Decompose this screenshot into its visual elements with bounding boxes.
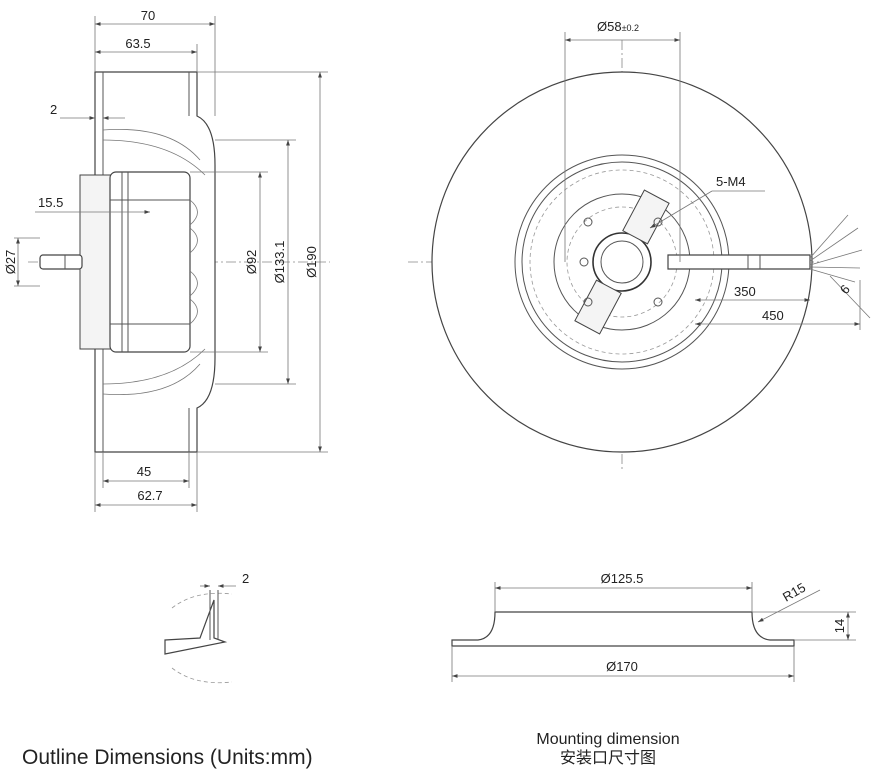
mounting-hole-1	[583, 217, 593, 227]
mounting-hole-3	[579, 257, 589, 267]
dim-d170: Ø170	[606, 659, 638, 674]
hub-bore	[592, 232, 652, 292]
dim-70: 70	[141, 8, 155, 23]
detail-view: 2	[164, 571, 249, 684]
mounting-flange	[79, 174, 116, 350]
dim-14: 14	[832, 619, 847, 633]
dim-350: 350	[734, 284, 756, 299]
dim-d58: Ø58±0.2	[597, 19, 639, 34]
outline-caption: Outline Dimensions (Units:mm)	[22, 746, 313, 769]
dim-d27: Ø27	[3, 250, 18, 275]
dim-2: 2	[50, 102, 57, 117]
dim-63-5: 63.5	[125, 36, 150, 51]
mounting-profile	[451, 611, 795, 647]
mounting-hole-2	[653, 217, 663, 227]
dim-d92: Ø92	[244, 250, 259, 275]
mounting-hole-5	[653, 297, 663, 307]
dim-15-5: 15.5	[38, 195, 63, 210]
dim-d125-5: Ø125.5	[601, 571, 644, 586]
dim-450: 450	[762, 308, 784, 323]
detail-dim-2: 2	[242, 571, 249, 586]
mounting-hole-4	[583, 297, 593, 307]
dim-d190: Ø190	[304, 246, 319, 278]
dim-45: 45	[137, 464, 151, 479]
side-view: 70 63.5 2 15.5 Ø27 Ø92 Ø133.1 Ø190	[3, 8, 330, 512]
power-cable	[667, 254, 811, 270]
mounting-caption-en: Mounting dimension	[536, 731, 679, 748]
dim-5-m4: 5-M4	[716, 174, 746, 189]
front-view: Ø58±0.2 5-M4 350 450 6	[408, 19, 871, 470]
dim-6: 6	[837, 282, 853, 297]
dim-d133-1: Ø133.1	[272, 241, 287, 284]
dim-62-7: 62.7	[137, 488, 162, 503]
motor-body	[109, 171, 191, 353]
dim-r15: R15	[780, 580, 808, 605]
shaft	[39, 254, 83, 270]
mounting-caption-cn: 安装口尺寸图	[560, 749, 656, 767]
mounting-view: Ø125.5 R15 14 Ø170	[451, 571, 856, 682]
